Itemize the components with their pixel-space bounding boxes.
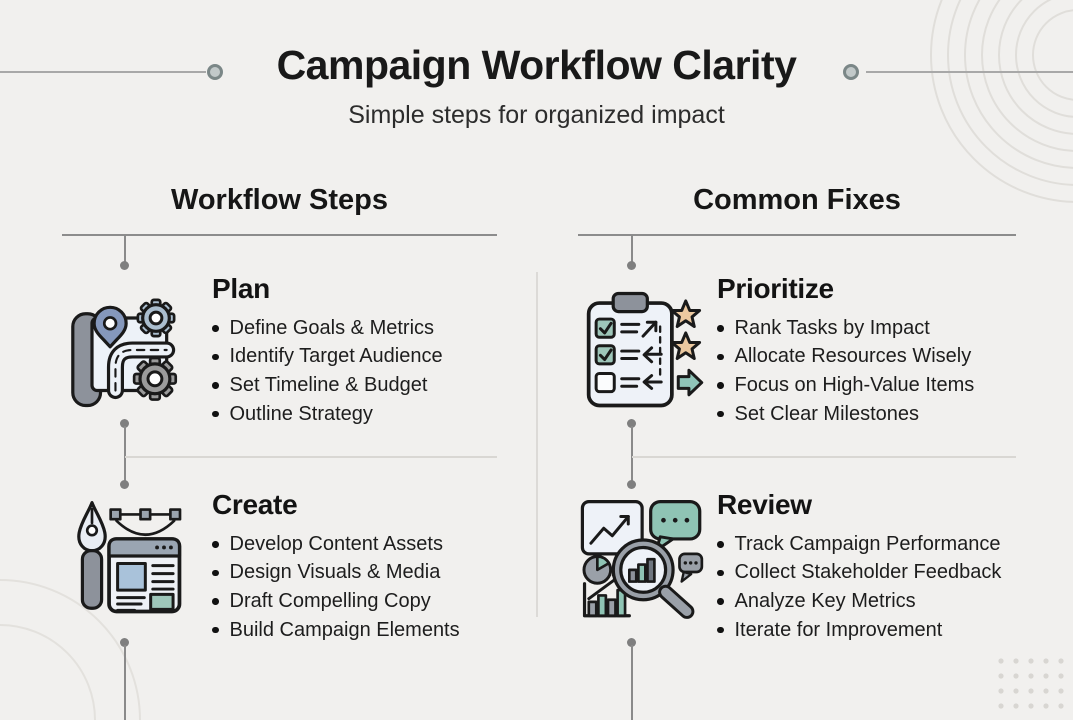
bullet-text: Analyze Key Metrics [734, 589, 916, 612]
timeline-dot [627, 480, 636, 489]
timeline-segment [124, 645, 126, 720]
column-underline-right [578, 234, 1016, 236]
review-section-icon [576, 492, 704, 620]
bullet-list: Develop Content Assets Design Visuals & … [212, 530, 460, 644]
title-flourish-dot-right [843, 64, 859, 80]
timeline-dot [627, 638, 636, 647]
create-section-icon [60, 492, 188, 620]
bullet-dot-icon [717, 569, 724, 577]
bullet-dot-icon [212, 569, 219, 577]
bullet-dot-icon [717, 410, 724, 418]
timeline-dot [627, 419, 636, 428]
clipboard-checklist-stars-icon [586, 291, 704, 408]
list-item: Outline Strategy [212, 400, 443, 429]
timeline-dot [120, 261, 129, 270]
column-header-common-fixes: Common Fixes [693, 184, 901, 216]
bullet-list: Track Campaign Performance Collect Stake… [717, 530, 1001, 644]
bullet-dot-icon [717, 541, 724, 548]
bullet-text: Rank Tasks by Impact [734, 316, 930, 339]
list-item: Iterate for Improvement [717, 616, 1001, 645]
bullet-list: Rank Tasks by Impact Allocate Resources … [717, 314, 974, 428]
page-subtitle: Simple steps for organized impact [348, 101, 725, 129]
bullet-dot-icon [212, 325, 219, 332]
bullet-dot-icon [717, 598, 724, 605]
timeline-dot [627, 261, 636, 270]
timeline-dot [120, 638, 129, 647]
section-separator-left [125, 456, 497, 458]
list-item: Focus on High-Value Items [717, 371, 974, 400]
prioritize-section: Prioritize Rank Tasks by Impact Allocate… [717, 270, 974, 428]
list-item: Define Goals & Metrics [212, 314, 443, 343]
list-item: Collect Stakeholder Feedback [717, 559, 1001, 588]
section-title: Prioritize [717, 273, 834, 304]
column-divider [536, 272, 538, 617]
timeline-segment [631, 645, 633, 720]
section-title: Create [212, 489, 298, 520]
list-item: Rank Tasks by Impact [717, 314, 974, 343]
prioritize-section-icon [578, 286, 706, 414]
page-title: Campaign Workflow Clarity [276, 42, 797, 88]
column-header-workflow-steps: Workflow Steps [171, 184, 388, 216]
bullet-dot-icon [717, 626, 724, 634]
section-separator-right [632, 456, 1016, 458]
list-item: Set Clear Milestones [717, 400, 974, 429]
bullet-dot-icon [212, 382, 219, 389]
timeline-dot [120, 419, 129, 428]
bullet-text: Design Visuals & Media [229, 561, 441, 584]
bullet-text: Outline Strategy [229, 402, 373, 425]
list-item: Set Timeline & Budget [212, 371, 443, 400]
plan-section-icon [60, 286, 188, 414]
list-item: Allocate Resources Wisely [717, 343, 974, 372]
bullet-dot-icon [717, 353, 724, 361]
list-item: Develop Content Assets [212, 530, 460, 559]
column-underline-left [62, 234, 497, 236]
timeline-dot [120, 480, 129, 489]
list-item: Track Campaign Performance [717, 530, 1001, 559]
title-flourish-dot-left [207, 64, 223, 80]
bullet-text: Track Campaign Performance [734, 532, 1001, 555]
section-title: Plan [212, 273, 270, 304]
bullet-text: Set Clear Milestones [734, 402, 920, 425]
title-flourish-line-left [0, 71, 206, 73]
bullet-text: Iterate for Improvement [734, 618, 943, 641]
list-item: Draft Compelling Copy [212, 587, 460, 616]
bullet-list: Define Goals & Metrics Identify Target A… [212, 314, 443, 428]
dot-grid-decoration-icon [998, 658, 1064, 709]
map-route-gears-icon [71, 298, 178, 408]
list-item: Identify Target Audience [212, 343, 443, 372]
bullet-text: Set Timeline & Budget [229, 373, 428, 396]
timeline-segment [631, 426, 633, 484]
bullet-dot-icon [212, 626, 219, 634]
list-item: Design Visuals & Media [212, 559, 460, 588]
bullet-text: Collect Stakeholder Feedback [734, 561, 1002, 584]
bullet-text: Allocate Resources Wisely [734, 345, 972, 368]
bullet-text: Focus on High-Value Items [734, 373, 975, 396]
list-item: Build Campaign Elements [212, 616, 460, 645]
timeline-segment [124, 235, 126, 265]
create-section: Create Develop Content Assets Design Vis… [212, 486, 460, 644]
bullet-text: Identify Target Audience [229, 345, 443, 368]
bullet-dot-icon [212, 541, 219, 548]
timeline-segment [631, 235, 633, 265]
bullet-text: Draft Compelling Copy [229, 589, 431, 612]
title-flourish-line-right [866, 71, 1073, 73]
bullet-dot-icon [717, 382, 724, 389]
timeline-segment [124, 426, 126, 484]
bullet-dot-icon [717, 325, 724, 332]
list-item: Analyze Key Metrics [717, 587, 1001, 616]
plan-section: Plan Define Goals & Metrics Identify Tar… [212, 270, 443, 428]
pen-browser-design-icon [77, 501, 182, 614]
review-section: Review Track Campaign Performance Collec… [717, 486, 1001, 644]
bullet-text: Build Campaign Elements [229, 618, 460, 641]
bullet-text: Define Goals & Metrics [229, 316, 435, 339]
magnifier-analytics-icon [580, 500, 704, 619]
bullet-dot-icon [212, 598, 219, 605]
bullet-dot-icon [212, 353, 219, 361]
bullet-dot-icon [212, 410, 219, 418]
bullet-text: Develop Content Assets [229, 532, 443, 555]
section-title: Review [717, 489, 812, 520]
